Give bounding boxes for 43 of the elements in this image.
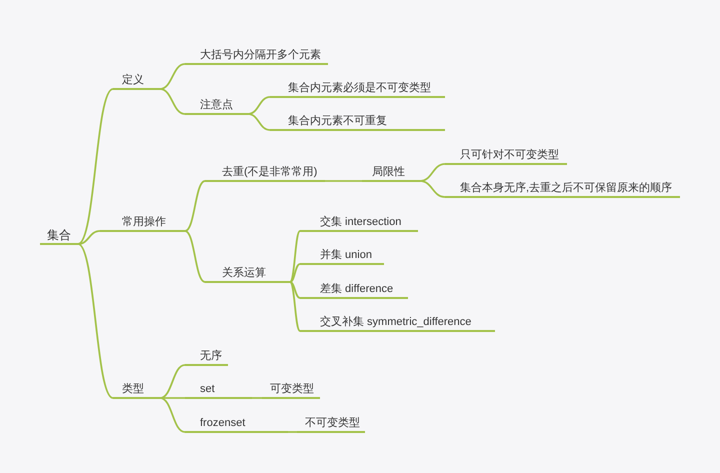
topic-label: 常用操作 <box>100 213 185 232</box>
branch-line <box>160 397 185 399</box>
topic-label: 大括号内分隔开多个元素 <box>185 46 328 65</box>
branch-line <box>288 431 297 433</box>
branch-line <box>160 63 186 90</box>
topic-label: 集合本身无序,去重之后不可保留原来的顺序 <box>445 179 680 198</box>
branch-line <box>420 163 446 182</box>
branch-line <box>248 96 270 115</box>
branch-line <box>289 281 301 332</box>
topic-label: frozenset <box>185 414 288 433</box>
topic-label: 可变类型 <box>262 380 320 399</box>
branch-line <box>290 281 300 299</box>
topic-label: 只可针对不可变类型 <box>445 146 567 165</box>
topic-label: set <box>185 380 252 399</box>
topic-label: 去重(不是非常常用) <box>205 163 325 182</box>
branch-line <box>184 180 206 232</box>
branch-line <box>325 180 362 182</box>
branch-line <box>248 113 270 131</box>
topic-label: 类型 <box>113 380 160 399</box>
topic-label: 交集 intersection <box>300 213 418 232</box>
central-topic: 集合 <box>40 226 78 245</box>
topic-label: 差集 difference <box>300 280 408 299</box>
branch-line <box>160 88 186 115</box>
topic-label: 集合内元素不可重复 <box>270 112 445 131</box>
branch-line <box>420 180 446 198</box>
branch-line <box>78 230 100 245</box>
branch-line <box>77 243 114 399</box>
branch-line <box>290 263 300 283</box>
topic-label: 无序 <box>185 347 228 366</box>
topic-label: 局限性 <box>362 163 420 182</box>
topic-label: 注意点 <box>185 96 248 115</box>
topic-label: 定义 <box>113 71 160 90</box>
branch-line <box>289 230 301 283</box>
branch-line <box>77 88 114 245</box>
branch-line <box>252 397 262 399</box>
topic-label: 并集 union <box>300 246 384 265</box>
branch-line <box>184 230 206 283</box>
branch-line <box>160 364 186 399</box>
topic-label: 不可变类型 <box>297 414 365 433</box>
topic-label: 交叉补集 symmetric_difference <box>300 313 495 332</box>
topic-label: 集合内元素必须是不可变类型 <box>270 79 445 98</box>
topic-label: 关系运算 <box>205 264 290 283</box>
branch-line <box>160 397 186 433</box>
